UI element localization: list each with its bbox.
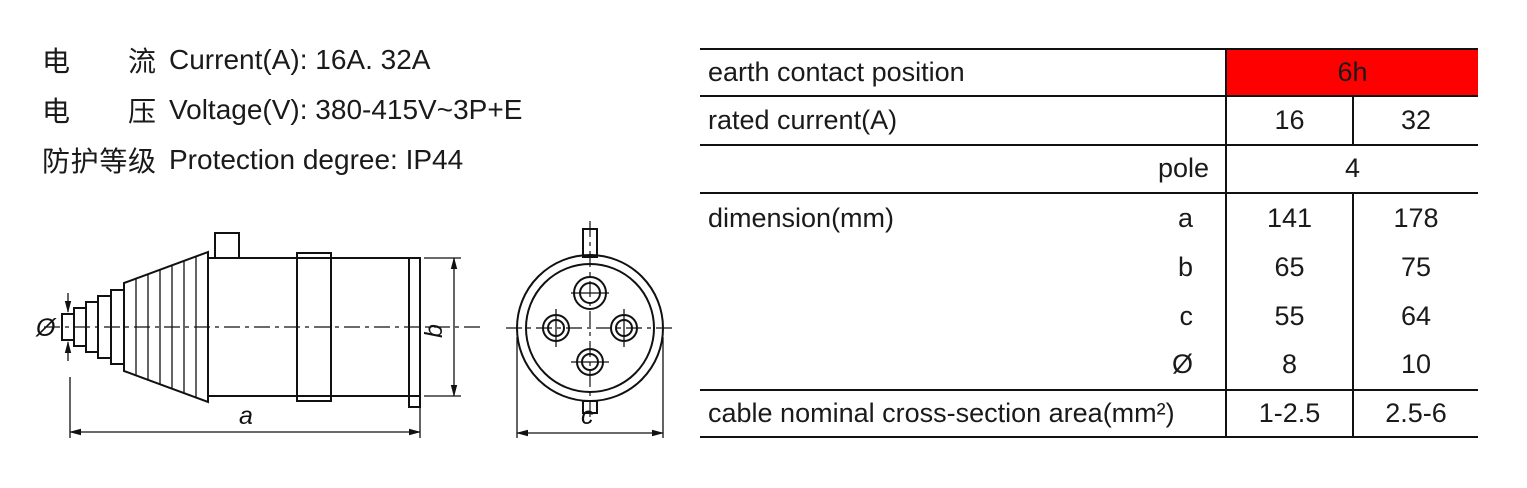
dim-a-32: 178 <box>1352 194 1478 243</box>
dim-a-name: a <box>1177 203 1193 234</box>
dim-b-32: 75 <box>1352 243 1478 292</box>
dim-b-name: b <box>1177 251 1193 282</box>
technical-drawing: a b Ø <box>35 221 674 438</box>
dim-a-16: 141 <box>1225 194 1352 243</box>
cable-section-label: cable nominal cross-section area(mm²) <box>700 389 1225 438</box>
spec-protection-zh-label: 防护等级 <box>42 146 156 177</box>
cable-section-16: 1-2.5 <box>1225 389 1352 438</box>
dim-b-16: 65 <box>1225 243 1352 292</box>
dim-label-b: b <box>420 324 448 338</box>
dim-label-diameter: Ø <box>35 314 57 342</box>
spec-line-current: 电流 Current(A): 16A. 32A <box>42 35 522 85</box>
dim-c-name: c <box>1179 300 1194 331</box>
dim-c-16: 55 <box>1225 291 1352 341</box>
spec-voltage-zh-label: 电压 <box>42 96 156 127</box>
dim-diameter-name: Ø <box>1171 349 1193 380</box>
dim-label-c: c <box>581 402 594 430</box>
pole-label: pole <box>700 146 1225 195</box>
plug-side-view-drawing: a b Ø <box>35 232 482 438</box>
rated-current-16: 16 <box>1225 96 1352 146</box>
spec-table: earth contact position 6h rated current(… <box>700 48 1478 438</box>
rated-current-32: 32 <box>1352 96 1478 146</box>
spec-line-protection: 防护等级 Protection degree: IP44 <box>42 135 522 185</box>
plug-front-view-drawing: c <box>506 221 674 438</box>
cable-section-32: 2.5-6 <box>1352 389 1478 438</box>
spec-text-block: 电流 Current(A): 16A. 32A 电压 Voltage(V): 3… <box>42 35 522 185</box>
dimension-row-a: dimension(mm) a <box>700 194 1225 243</box>
earth-contact-position-value: 6h <box>1225 48 1478 97</box>
dim-label-a: a <box>239 402 253 430</box>
spec-voltage-en-text: Voltage(V): 380-415V~3P+E <box>169 94 523 125</box>
dimension-label: dimension(mm) <box>708 203 895 234</box>
spec-protection-en-text: Protection degree: IP44 <box>169 144 464 175</box>
earth-contact-position-label: earth contact position <box>700 48 1225 97</box>
dim-diameter-16: 8 <box>1225 340 1352 390</box>
spec-line-voltage: 电压 Voltage(V): 380-415V~3P+E <box>42 85 522 135</box>
dim-diameter-32: 10 <box>1352 340 1478 390</box>
spec-current-zh-label: 电流 <box>42 46 156 77</box>
dim-c-32: 64 <box>1352 291 1478 341</box>
spec-current-en-text: Current(A): 16A. 32A <box>169 44 431 75</box>
rated-current-label: rated current(A) <box>700 97 1225 146</box>
pole-value: 4 <box>1225 145 1478 195</box>
